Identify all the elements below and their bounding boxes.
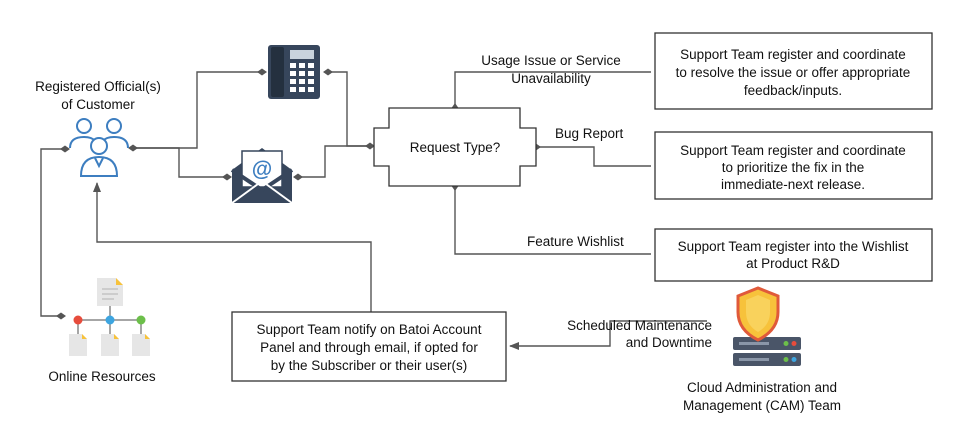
request-type-node: Request Type? xyxy=(373,107,537,187)
feature-wishlist-box-line-2: at Product R&D xyxy=(746,256,840,271)
customer-label-line-1: Registered Official(s) xyxy=(35,79,161,94)
usage-issue-box: Support Team register and coordinate to … xyxy=(654,32,933,110)
request-type-label: Request Type? xyxy=(410,140,501,155)
connector-customer-resources xyxy=(40,145,70,320)
bug-report-box-line-1: Support Team register and coordinate xyxy=(680,143,906,158)
notify-box-line-1: Support Team notify on Batoi Account xyxy=(257,322,482,337)
edge-labels: Usage Issue or Service Unavailability Bu… xyxy=(481,53,712,350)
request-type-shape xyxy=(373,107,537,187)
connector-phone-request xyxy=(323,68,370,147)
connector-usage-issue xyxy=(451,71,651,113)
svg-text:@: @ xyxy=(252,158,272,181)
feature-wishlist-box: Support Team register into the Wishlist … xyxy=(654,228,933,282)
online-resources-node: Online Resources xyxy=(48,278,156,384)
notify-box-line-2: Panel and through email, if opted for xyxy=(260,340,478,355)
bug-report-box-line-2: to prioritize the fix in the xyxy=(722,160,865,175)
edge-label-maintenance-line-2: and Downtime xyxy=(626,335,712,350)
notify-box-line-3: by the Subscriber or their user(s) xyxy=(271,358,468,373)
cam-team-node: Cloud Administration and Management (CAM… xyxy=(683,286,841,413)
usage-issue-box-line-3: feedback/inputs. xyxy=(744,83,842,98)
document-tree-icon xyxy=(69,278,150,356)
cam-team-label-line-1: Cloud Administration and xyxy=(687,380,837,395)
connector-maintenance xyxy=(509,320,707,350)
edge-label-usage-issue-line-2: Unavailability xyxy=(511,71,591,86)
customer-node: Registered Official(s) of Customer xyxy=(35,79,161,177)
bug-report-box-line-3: immediate-next release. xyxy=(721,177,865,192)
connector-bug-report xyxy=(531,143,651,167)
edge-label-bug-report: Bug Report xyxy=(555,126,624,141)
usage-issue-box-line-1: Support Team register and coordinate xyxy=(680,47,906,62)
edge-label-maintenance-line-1: Scheduled Maintenance xyxy=(567,318,712,333)
email-envelope-icon: @ xyxy=(230,148,294,204)
edge-label-usage-issue-line-1: Usage Issue or Service xyxy=(481,53,621,68)
feature-wishlist-box-line-1: Support Team register into the Wishlist xyxy=(678,239,909,254)
connector-notify-customer xyxy=(93,182,372,312)
usage-issue-box-line-2: to resolve the issue or offer appropriat… xyxy=(676,65,911,80)
desk-phone-icon xyxy=(268,45,320,99)
server-shield-icon xyxy=(733,286,801,366)
connectors xyxy=(40,68,707,350)
connector-customer-email xyxy=(133,147,232,181)
connector-feature-wishlist xyxy=(451,181,651,255)
customer-label-line-2: of Customer xyxy=(61,97,135,112)
cam-team-label-line-2: Management (CAM) Team xyxy=(683,398,841,413)
edge-label-feature-wishlist: Feature Wishlist xyxy=(527,234,624,249)
connector-email-request xyxy=(293,142,375,181)
users-group-icon xyxy=(69,118,129,177)
bug-report-box: Support Team register and coordinate to … xyxy=(654,131,933,200)
notify-box: Support Team notify on Batoi Account Pan… xyxy=(231,311,507,382)
online-resources-label: Online Resources xyxy=(48,369,156,384)
